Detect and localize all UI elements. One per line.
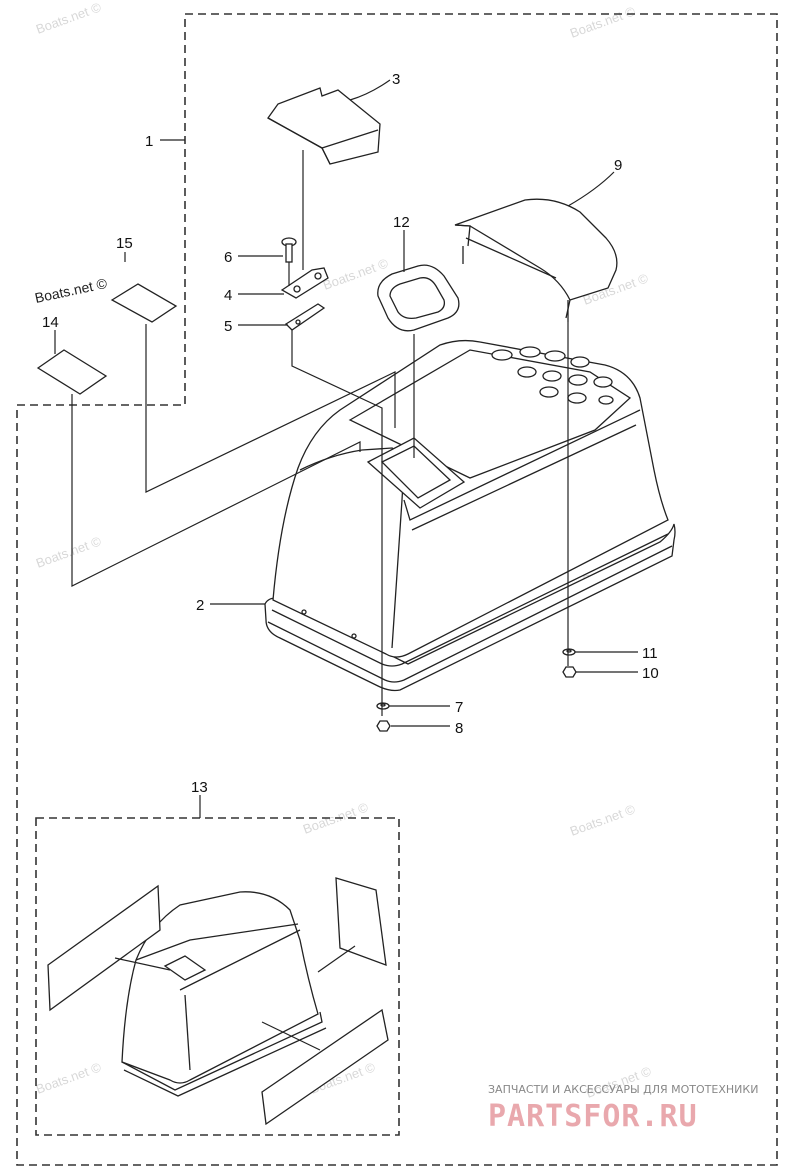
callout-13: 13 xyxy=(191,779,208,796)
part-12-seal xyxy=(377,264,460,332)
callout-6: 6 xyxy=(224,249,232,266)
leader-lines xyxy=(54,79,638,818)
part-3-plate xyxy=(267,87,381,165)
brand-logo: PARTSFOR.RU xyxy=(488,1099,698,1134)
brand-footer: ЗАПЧАСТИ И АКСЕССУАРЫ ДЛЯ МОТОТЕХНИКИ PA… xyxy=(488,1083,758,1134)
assembly-lines xyxy=(71,150,569,716)
callout-8: 8 xyxy=(455,720,463,737)
callout-2: 2 xyxy=(196,597,204,614)
decal-left xyxy=(47,884,161,1012)
brand-subtitle: ЗАПЧАСТИ И АКСЕССУАРЫ ДЛЯ МОТОТЕХНИКИ xyxy=(488,1083,758,1096)
decal-set-13 xyxy=(47,877,389,1126)
part-5-plate xyxy=(284,303,326,331)
watermark: Boats.net © xyxy=(34,0,104,37)
callout-3: 3 xyxy=(392,71,400,88)
watermark: Boats.net © xyxy=(568,801,638,839)
callout-10: 10 xyxy=(642,665,659,682)
part-4-bracket xyxy=(280,267,329,299)
part-6-screw xyxy=(281,237,297,263)
callout-5: 5 xyxy=(224,318,232,335)
watermark: Boats.net © xyxy=(34,533,104,571)
assembly-13-outline xyxy=(35,817,400,1136)
callout-15: 15 xyxy=(116,235,133,252)
part-7-washer xyxy=(376,702,390,710)
top-cowling xyxy=(264,339,676,692)
part-11-washer xyxy=(562,648,576,656)
callout-1: 1 xyxy=(145,133,153,150)
callout-9: 9 xyxy=(614,157,622,174)
part-8-nut xyxy=(376,720,391,732)
watermark-dark: Boats.net © xyxy=(33,275,109,306)
callout-11: 11 xyxy=(642,645,658,662)
watermark: Boats.net © xyxy=(568,3,638,41)
callout-7: 7 xyxy=(455,699,463,716)
callout-14: 14 xyxy=(42,314,59,331)
part-9-cover xyxy=(454,198,618,322)
watermark: Boats.net © xyxy=(34,1059,104,1097)
part-10-nut xyxy=(562,666,577,678)
callout-12: 12 xyxy=(393,214,410,231)
part-14-label xyxy=(36,349,108,395)
assembly-1-outline xyxy=(16,13,778,1166)
part-15-label xyxy=(110,283,178,323)
callout-numbers: 1 2 3 4 5 6 7 8 9 10 11 12 13 14 15 xyxy=(42,71,659,796)
decal-bottom-right xyxy=(261,1008,389,1126)
callout-4: 4 xyxy=(224,287,232,304)
socket-cluster xyxy=(491,346,614,405)
decal-top-right xyxy=(335,877,387,966)
